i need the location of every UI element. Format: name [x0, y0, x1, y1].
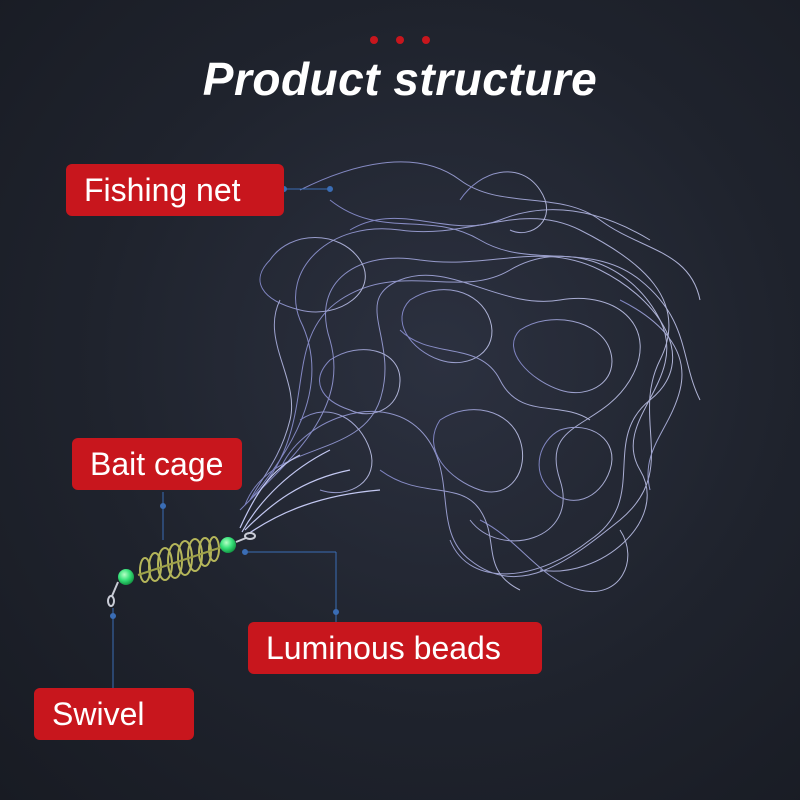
page-title: Product structure [202, 53, 598, 105]
dot-icon [422, 36, 430, 44]
fishing-net-label: Fishing net [66, 164, 284, 216]
luminous-beads-label: Luminous beads [248, 622, 542, 674]
decorative-dots [0, 36, 800, 44]
luminous-bead-icon [118, 569, 134, 585]
dot-icon [396, 36, 404, 44]
net-bundle [239, 449, 381, 535]
bait-cage-label: Bait cage [72, 438, 242, 490]
swivel-label: Swivel [34, 688, 194, 740]
fishing-net-illustration [239, 161, 701, 592]
swivel-icon [107, 532, 256, 607]
dot-icon [370, 36, 378, 44]
bait-cage-spring-illustration [137, 536, 223, 583]
luminous-bead-icon [220, 537, 236, 553]
